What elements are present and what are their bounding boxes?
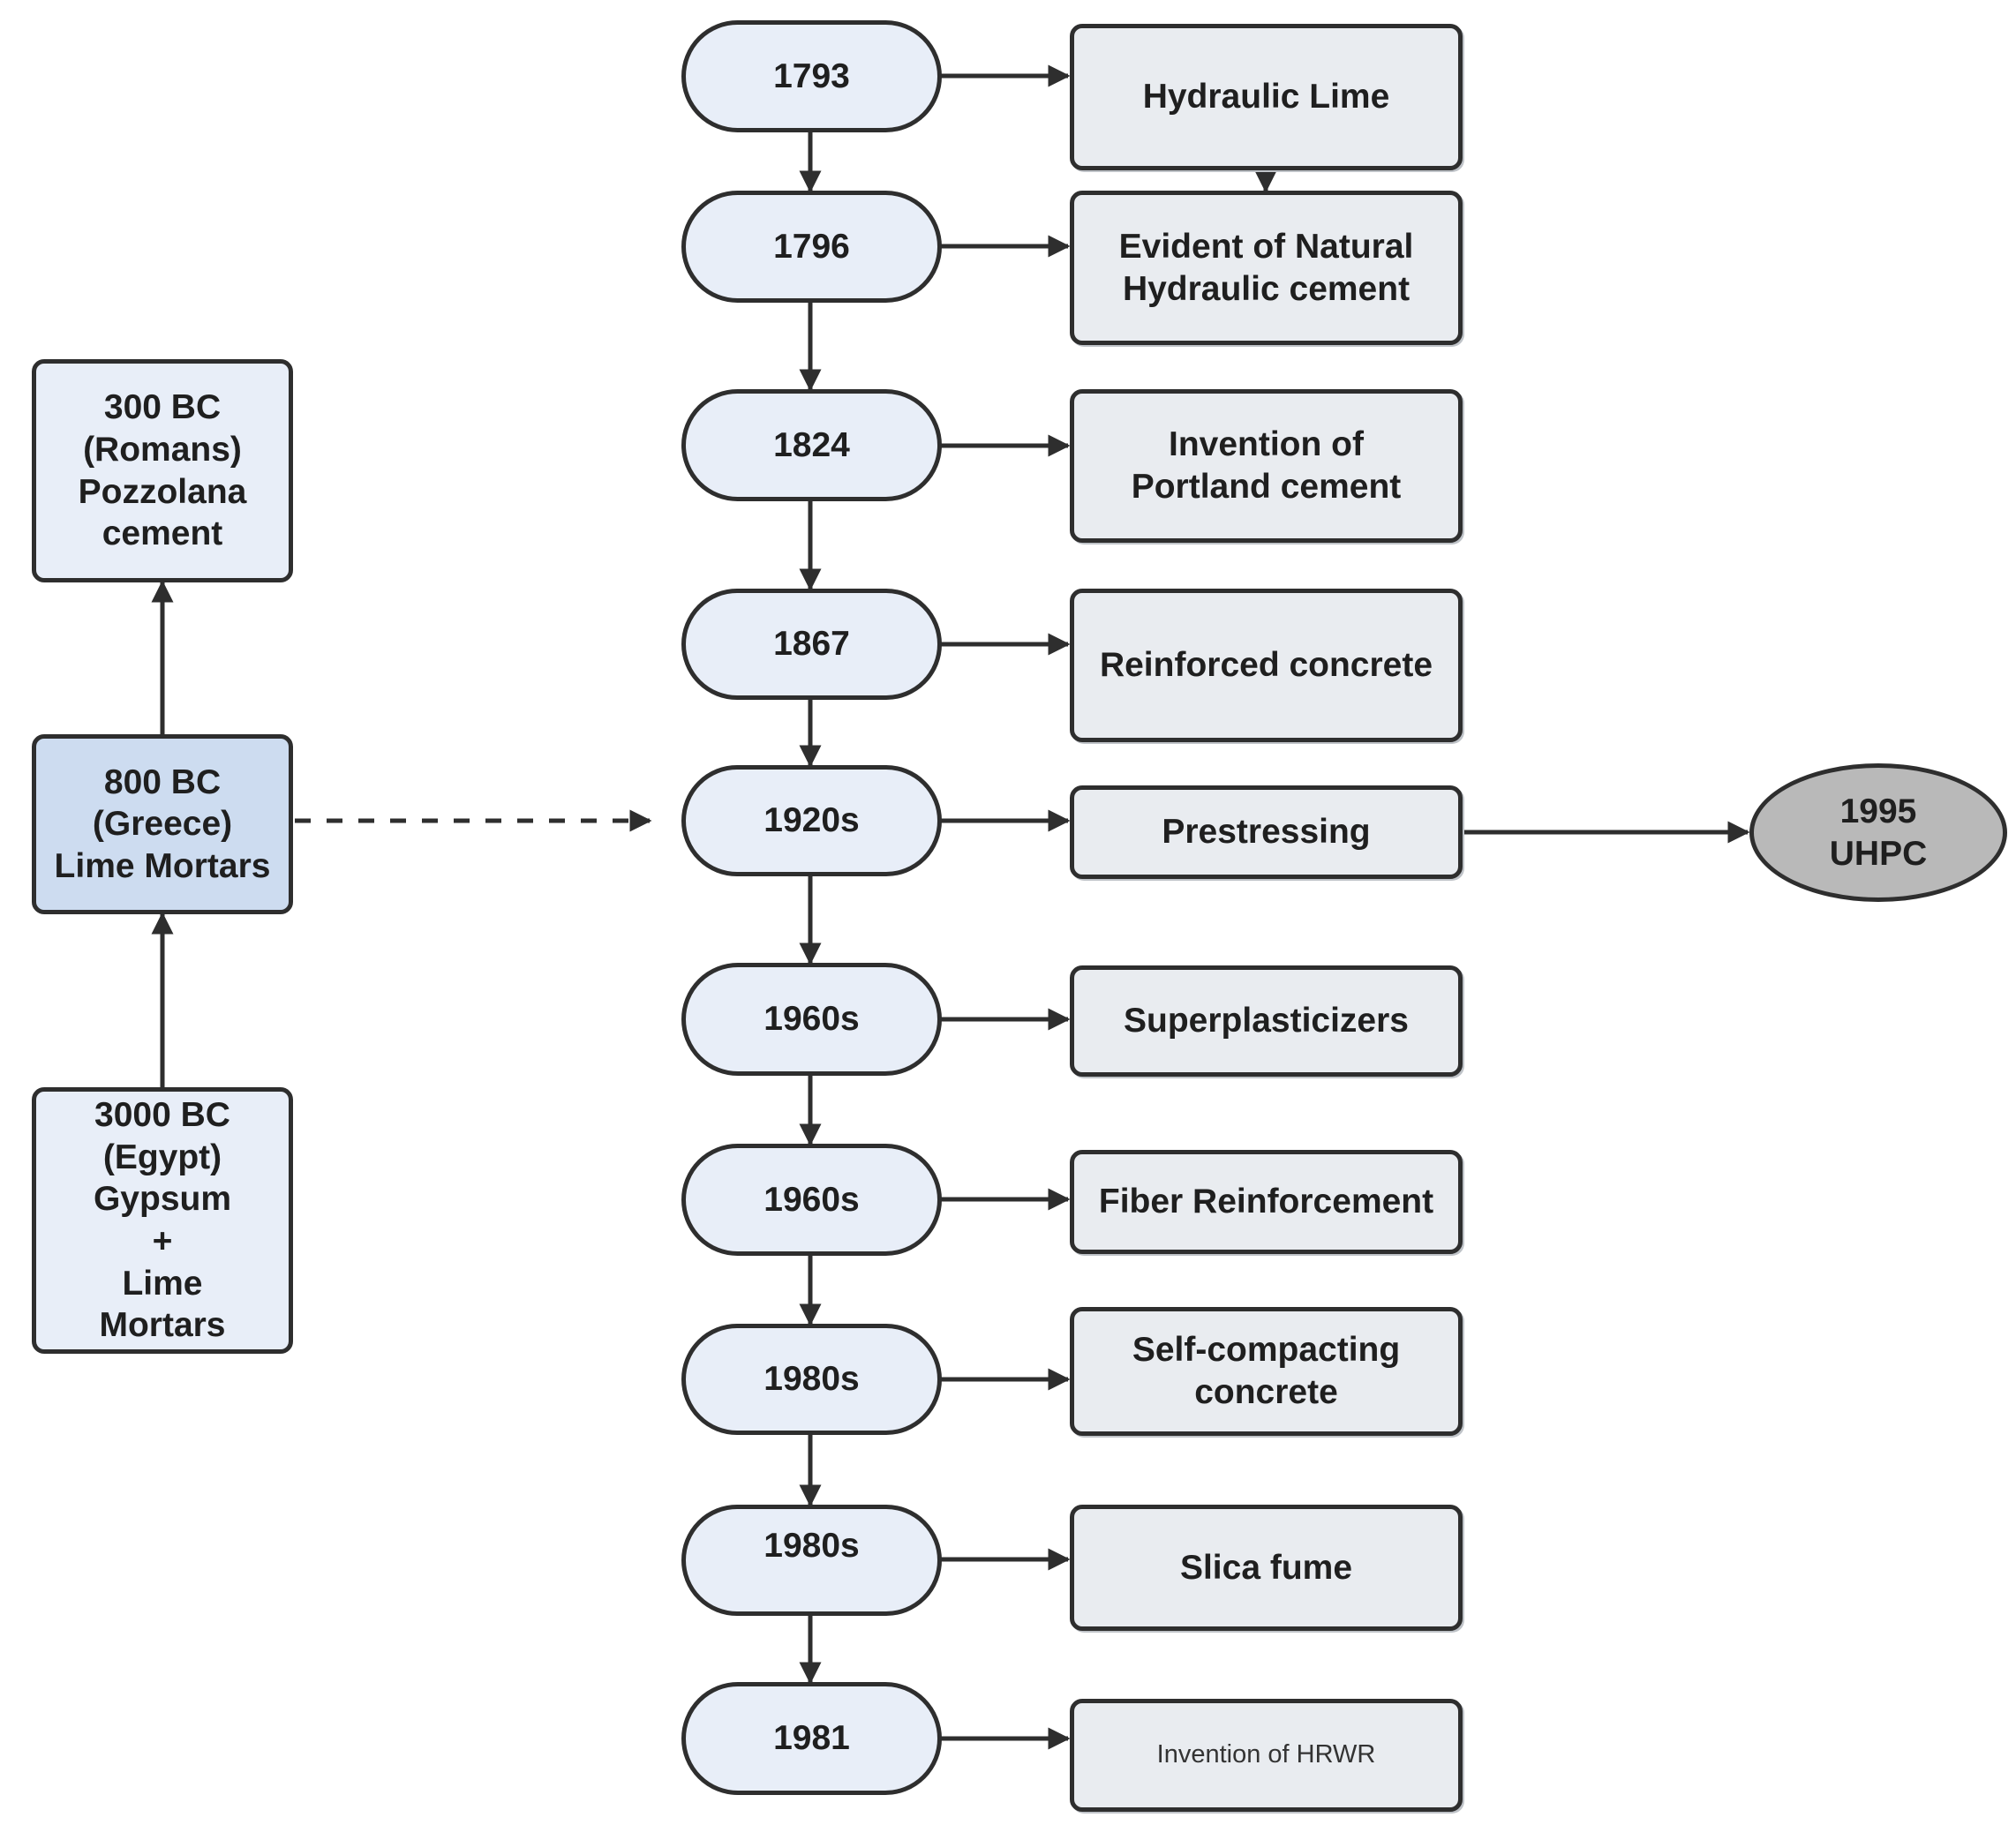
node-label: 1995 UHPC bbox=[1829, 792, 1928, 873]
event-superplasticizers: Superplasticizers bbox=[1070, 965, 1463, 1077]
event-label: Self-compacting concrete bbox=[1132, 1331, 1401, 1411]
node-label: 3000 BC (Egypt) Gypsum + Lime Mortars bbox=[93, 1096, 232, 1345]
year-node-1980s-a: 1980s bbox=[681, 1324, 942, 1435]
event-fiber-reinforcement: Fiber Reinforcement bbox=[1070, 1150, 1463, 1254]
event-hydraulic-lime: Hydraulic Lime bbox=[1070, 24, 1463, 170]
year-label: 1824 bbox=[773, 425, 850, 464]
year-label: 1981 bbox=[773, 1719, 850, 1758]
year-node-1960s-b: 1960s bbox=[681, 1144, 942, 1256]
year-node-1796: 1796 bbox=[681, 191, 942, 303]
event-reinforced-concrete: Reinforced concrete bbox=[1070, 589, 1463, 742]
year-label: 1920s bbox=[764, 801, 860, 840]
event-label: Fiber Reinforcement bbox=[1098, 1183, 1434, 1221]
event-label: Superplasticizers bbox=[1124, 1002, 1409, 1040]
year-label: 1796 bbox=[773, 227, 850, 266]
year-label: 1867 bbox=[773, 625, 850, 664]
event-label: Invention of Portland cement bbox=[1131, 425, 1402, 506]
year-label: 1793 bbox=[773, 56, 850, 95]
year-node-1824: 1824 bbox=[681, 389, 942, 501]
event-label: Prestressing bbox=[1162, 813, 1371, 852]
event-portland-cement: Invention of Portland cement bbox=[1070, 389, 1463, 543]
event-hrwr: Invention of HRWR bbox=[1070, 1699, 1463, 1812]
year-label: 1980s bbox=[764, 1527, 860, 1565]
year-node-1981: 1981 bbox=[681, 1682, 942, 1795]
year-node-1960s-a: 1960s bbox=[681, 963, 942, 1076]
year-label: 1980s bbox=[764, 1360, 860, 1399]
event-label: Invention of HRWR bbox=[1156, 1740, 1376, 1769]
node-romans-pozzolana: 300 BC (Romans) Pozzolana cement bbox=[32, 359, 293, 582]
event-silica-fume: Slica fume bbox=[1070, 1505, 1463, 1631]
year-node-1867: 1867 bbox=[681, 589, 942, 700]
event-natural-hydraulic-cement: Evident of Natural Hydraulic cement bbox=[1070, 191, 1463, 345]
node-label: 300 BC (Romans) Pozzolana cement bbox=[78, 388, 247, 553]
year-label: 1960s bbox=[764, 1180, 860, 1219]
event-label: Hydraulic Lime bbox=[1142, 78, 1390, 116]
year-node-1920s: 1920s bbox=[681, 765, 942, 876]
year-label: 1960s bbox=[764, 1000, 860, 1039]
event-label: Evident of Natural Hydraulic cement bbox=[1118, 227, 1414, 308]
event-label: Slica fume bbox=[1179, 1548, 1353, 1587]
year-node-1980s-b: 1980s bbox=[681, 1505, 942, 1616]
event-self-compacting-concrete: Self-compacting concrete bbox=[1070, 1307, 1463, 1436]
node-label: 800 BC (Greece) Lime Mortars bbox=[54, 762, 271, 885]
year-node-1793: 1793 bbox=[681, 20, 942, 132]
node-egypt-gypsum: 3000 BC (Egypt) Gypsum + Lime Mortars bbox=[32, 1087, 293, 1354]
node-greece-lime-mortars: 800 BC (Greece) Lime Mortars bbox=[32, 734, 293, 914]
node-uhpc: 1995 UHPC bbox=[1749, 763, 2007, 902]
event-label: Reinforced concrete bbox=[1099, 646, 1433, 685]
event-prestressing: Prestressing bbox=[1070, 785, 1463, 879]
